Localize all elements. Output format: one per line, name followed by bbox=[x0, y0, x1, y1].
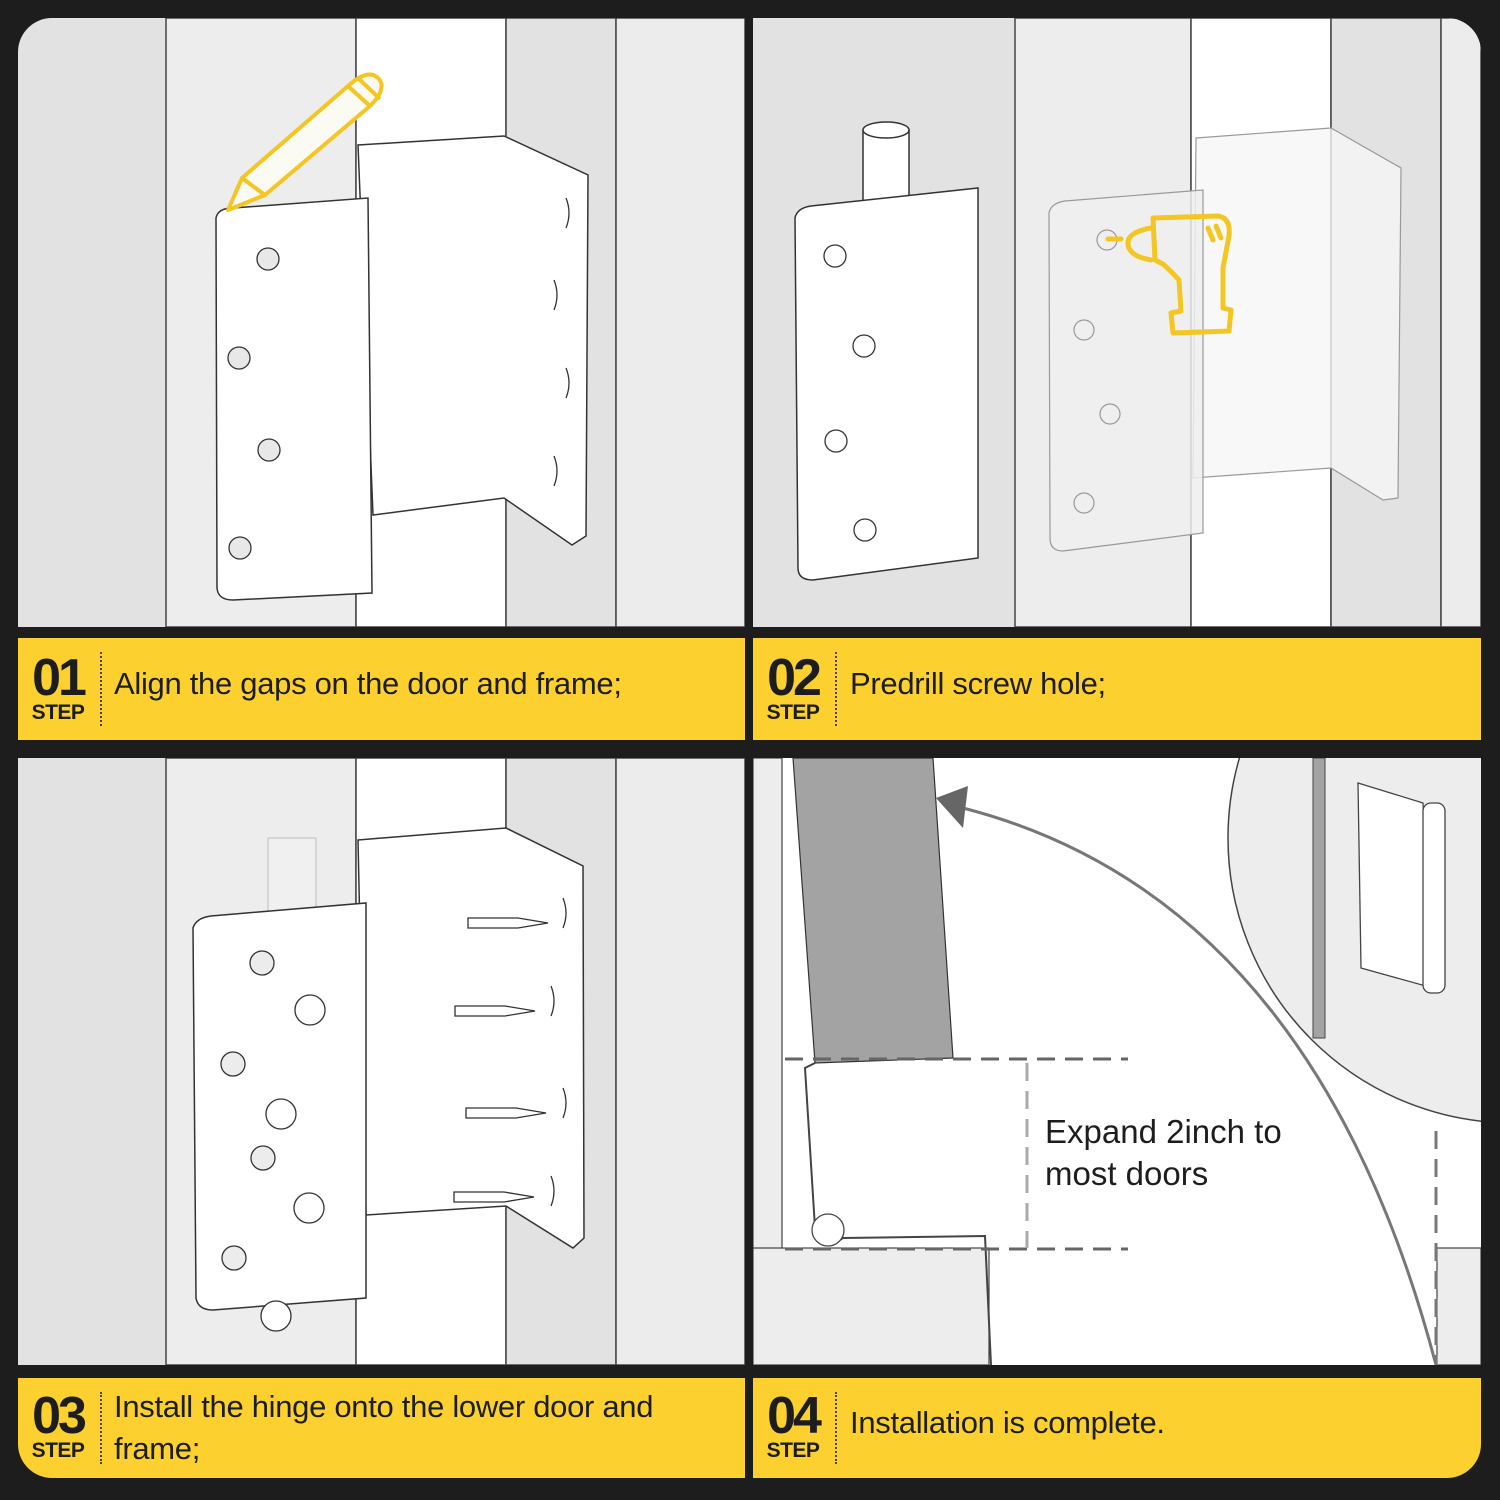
drill-icon bbox=[1105, 213, 1234, 336]
step1-number: 01 STEP bbox=[31, 649, 87, 724]
screw-icon bbox=[260, 917, 549, 1332]
step1-text: Align the gaps on the door and frame; bbox=[114, 666, 622, 701]
arrow-icon bbox=[936, 786, 968, 828]
step4-number: 04 STEP bbox=[766, 1387, 822, 1462]
step4-text: Installation is complete. bbox=[850, 1405, 1165, 1440]
door-swing-drawing bbox=[753, 758, 1481, 1365]
step2-illustration bbox=[753, 18, 1481, 627]
pencil-icon bbox=[226, 72, 384, 212]
install-screws-drawing bbox=[165, 758, 745, 1365]
step2-bar: 02 STEP Predrill screw hole; bbox=[753, 638, 1481, 740]
step3-bar: 03 STEP Install the hinge onto the lower… bbox=[18, 1378, 745, 1478]
step1-bar: 01 STEP Align the gaps on the door and f… bbox=[18, 638, 745, 740]
predrill-drawing bbox=[794, 18, 1481, 627]
step2-separator bbox=[835, 652, 837, 726]
step3-separator bbox=[100, 1392, 102, 1464]
step2-text: Predrill screw hole; bbox=[850, 666, 1106, 701]
hinge-align-drawing bbox=[165, 18, 745, 627]
step4-illustration: Expand 2inch to most doors bbox=[753, 758, 1481, 1365]
hinge-closeup bbox=[1227, 758, 1481, 1122]
step4-bar: 04 STEP Installation is complete. bbox=[753, 1378, 1481, 1478]
step3-illustration bbox=[18, 758, 745, 1365]
step1-illustration bbox=[18, 18, 745, 627]
step4-separator bbox=[835, 1392, 837, 1464]
swing-arc bbox=[962, 806, 1438, 1365]
step3-number: 03 STEP bbox=[31, 1387, 87, 1462]
step2-number: 02 STEP bbox=[766, 649, 822, 724]
step1-separator bbox=[100, 652, 102, 726]
step3-text: Install the hinge onto the lower door an… bbox=[114, 1389, 654, 1466]
expand-annotation: Expand 2inch to most doors bbox=[1045, 1113, 1282, 1192]
